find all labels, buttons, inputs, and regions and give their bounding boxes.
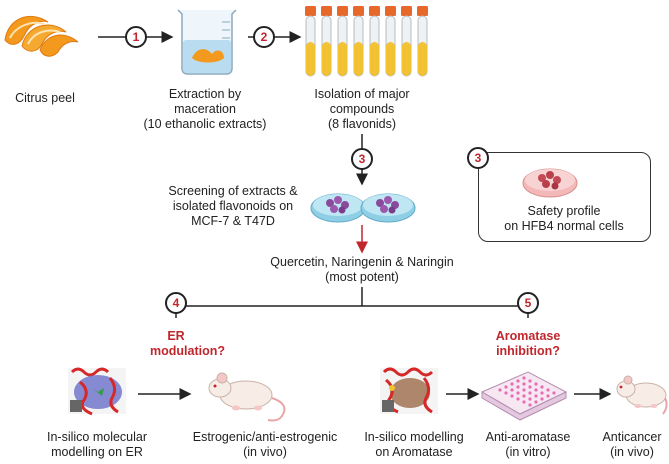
mouse-icon-1 (208, 372, 286, 422)
petri-dishes-icon (310, 193, 416, 223)
step-3-safety-badge: 3 (467, 147, 489, 169)
estrogenic-label: Estrogenic/anti-estrogenic (in vivo) (192, 430, 338, 459)
anti-aromatase-label: Anti-aromatase (in vitro) (485, 430, 571, 459)
citrus-peel-icon (4, 15, 79, 57)
protein-er-model-icon (68, 367, 126, 416)
isolation-label: Isolation of major compounds (8 flavonid… (314, 87, 410, 131)
beaker-icon (177, 9, 237, 75)
most-potent-label: Quercetin, Naringenin & Naringin (most p… (270, 255, 454, 284)
safety-profile-box (478, 152, 651, 242)
safety-profile-label: Safety profile on HFB4 normal cells (504, 204, 624, 233)
step-3-screening-badge: 3 (351, 148, 373, 170)
step-4-badge: 4 (165, 292, 187, 314)
well-plate-icon (480, 371, 568, 421)
screening-label: Screening of extracts & isolated flavono… (168, 184, 298, 228)
er-modulation-label: ER modulation? (150, 329, 225, 358)
insilico-er-label: In-silico molecular modelling on ER (46, 430, 148, 459)
insilico-aromatase-label: In-silico modelling on Aromatase (364, 430, 464, 459)
aromatase-inhibition-label: Aromatase inhibition? (495, 329, 561, 358)
step-5-badge: 5 (517, 292, 539, 314)
step-1-badge: 1 (125, 26, 147, 48)
anticancer-label: Anticancer (in vivo) (602, 430, 662, 459)
test-tubes-icon (305, 6, 428, 77)
step-2-badge: 2 (253, 26, 275, 48)
safety-dish-icon (522, 168, 578, 198)
mouse-icon-2 (616, 375, 668, 415)
extraction-label: Extraction by maceration (10 ethanolic e… (143, 87, 267, 131)
protein-aromatase-model-icon (380, 367, 438, 414)
citrus-peel-label: Citrus peel (15, 91, 75, 105)
